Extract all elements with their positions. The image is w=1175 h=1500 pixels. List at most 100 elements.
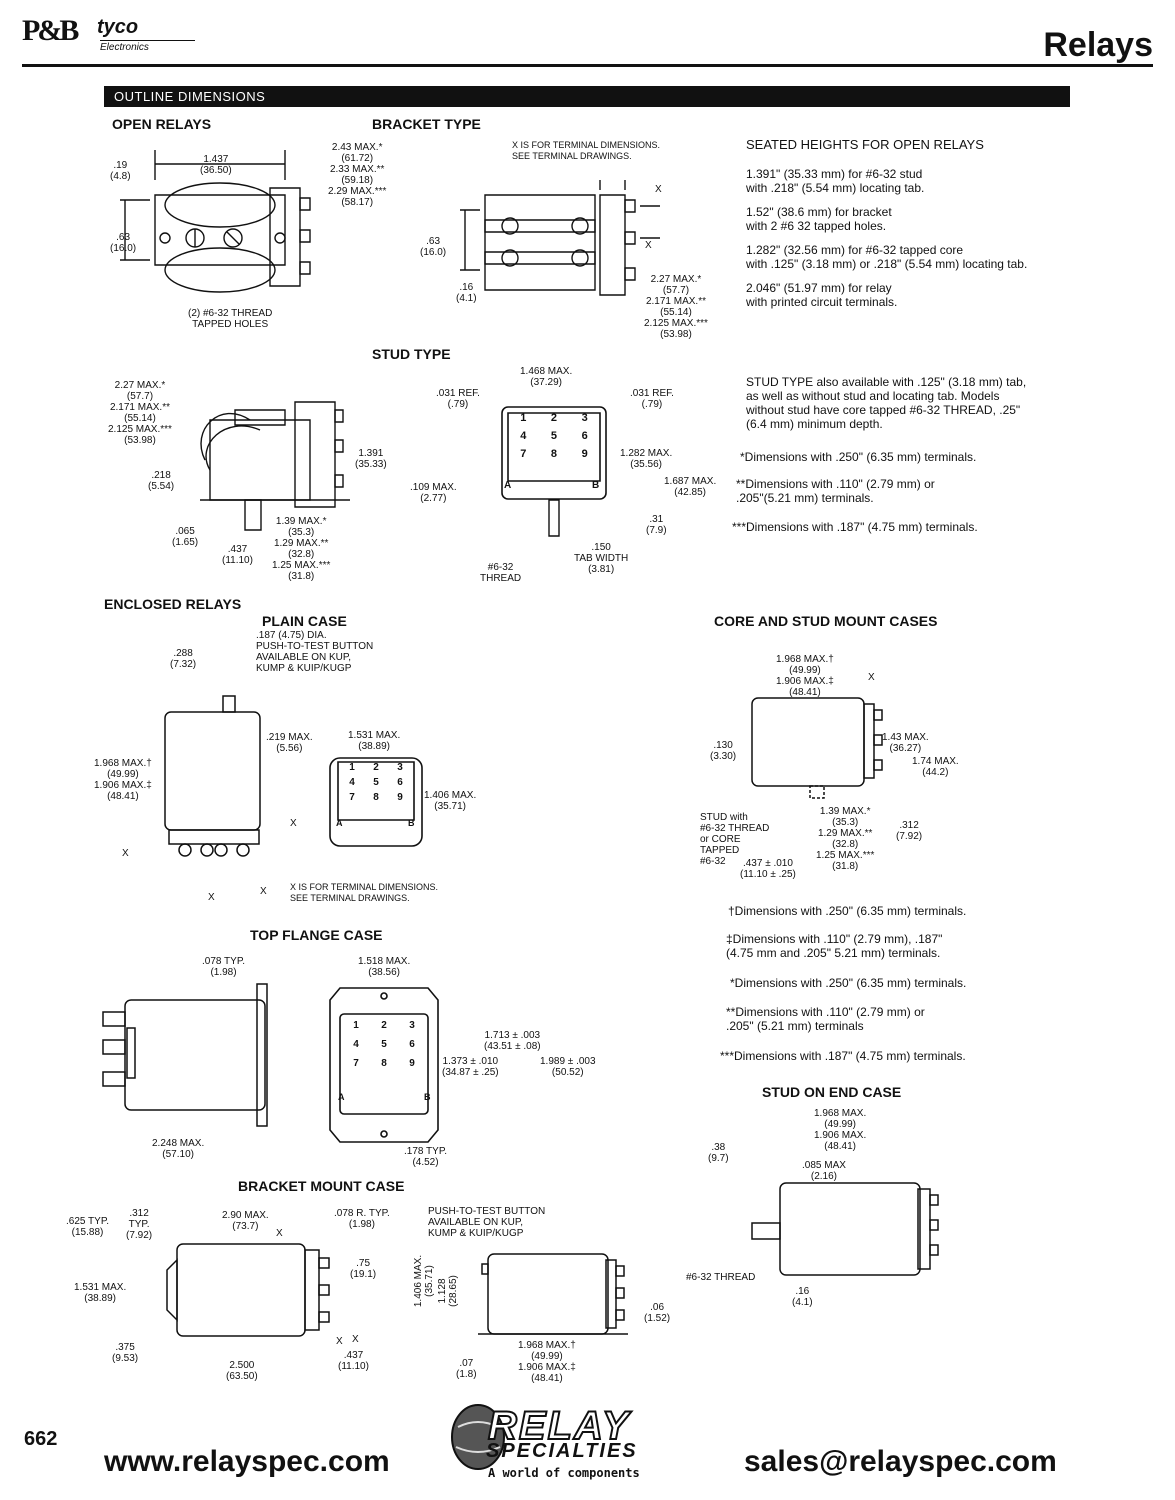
dim-1518: 1.518 MAX. (38.56) (358, 956, 411, 978)
open-footnote-1: *Dimensions with .250" (6.35 mm) termina… (740, 450, 977, 464)
dim-0288: .288 (7.32) (170, 648, 197, 670)
page-number: 662 (24, 1428, 58, 1450)
dim-0312-bm: .312 TYP. (7.92) (126, 1208, 153, 1241)
dim-1531-bm: 1.531 MAX. (38.89) (74, 1282, 127, 1304)
terminal-a: A (504, 480, 512, 491)
terminal-label: 8 (381, 1058, 387, 1069)
x-note-plain: X IS FOR TERMINAL DIMENSIONS. SEE TERMIN… (290, 882, 439, 903)
dim-038: .38 (9.7) (708, 1142, 729, 1164)
open-relays-heading: OPEN RELAYS (112, 116, 212, 132)
dim-016-end: .16 (4.1) (792, 1286, 813, 1308)
stud-on-end-heading: STUD ON END CASE (762, 1084, 902, 1100)
stud-thread-label: #6-32 THREAD (480, 562, 522, 584)
terminal-label: 9 (409, 1058, 415, 1069)
x-mark-plain-3: X (260, 886, 267, 897)
dim-0375: .375 (9.53) (112, 1342, 139, 1364)
dim-1391: 1.391 (35.33) (355, 448, 387, 470)
terminal-label: 9 (397, 792, 403, 803)
brand-electronics: Electronics (100, 40, 195, 53)
dim-1968-core: 1.968 MAX.† (49.99) 1.906 MAX.‡ (48.41) (776, 654, 834, 698)
logo-relay: RELAY (487, 1403, 631, 1449)
dim-227-bracket: 2.27 MAX.* (57.7) 2.171 MAX.** (55.14) 2… (644, 274, 708, 340)
section-bar: OUTLINE DIMENSIONS (104, 86, 1070, 107)
dim-139-stud: 1.39 MAX.* (35.3) 1.29 MAX.** (32.8) 1.2… (272, 516, 331, 582)
x-mark-plain-4: X (208, 892, 215, 903)
seated-item-3: 1.282" (32.56 mm) for #6-32 tapped core … (746, 243, 1028, 271)
dim-0312-core: .312 (7.92) (896, 820, 923, 842)
plain-case-side-drawing (155, 690, 275, 870)
terminal-label: 6 (409, 1039, 415, 1050)
enclosed-footnote-2: ‡Dimensions with .110" (2.79 mm), .187" … (726, 932, 943, 960)
x-note: X IS FOR TERMINAL DIMENSIONS. SEE TERMIN… (512, 140, 661, 161)
x-mark-core: X (868, 672, 875, 683)
terminal-label: 3 (397, 762, 403, 773)
terminal-label: 6 (581, 430, 588, 442)
terminal-label: 1 (520, 412, 527, 424)
terminal-label: 8 (550, 448, 558, 460)
dim-016: .16 (4.1) (456, 282, 477, 304)
terminal-label: 7 (349, 792, 355, 803)
x-mark-1: X (655, 184, 662, 195)
brand-logo: P&B tyco Electronics (22, 14, 202, 58)
dim-006: .06 (1.52) (644, 1302, 671, 1324)
terminal-a: A (336, 818, 343, 828)
open-relay-top-drawing (110, 150, 330, 310)
bracket-type-heading: BRACKET TYPE (372, 116, 481, 132)
dim-0437-bm: .437 (11.10) (338, 1350, 369, 1372)
top-flange-side-drawing (95, 980, 275, 1130)
dim-0219: .219 MAX. (5.56) (266, 732, 313, 754)
dim-1968-end: 1.968 MAX. (49.99) 1.906 MAX. (48.41) (814, 1108, 867, 1152)
stud-terminal-grid: 1 2 3 4 5 6 7 8 9 (508, 412, 600, 460)
terminal-label: 9 (581, 448, 588, 460)
enclosed-heading: ENCLOSED RELAYS (104, 596, 242, 612)
dim-243: 2.43 MAX.* (61.72) 2.33 MAX.** (59.18) 2… (328, 142, 387, 208)
terminal-label: 1 (349, 762, 355, 773)
dim-0078-r: .078 R. TYP. (1.98) (334, 1208, 390, 1230)
x-mark-bm-1: X (276, 1228, 283, 1239)
stud-front-drawing (500, 405, 610, 505)
dim-031-left: .031 REF. (.79) (436, 388, 480, 410)
dim-0109: .109 MAX. (2.77) (410, 482, 457, 504)
terminal-label: 2 (381, 1020, 387, 1031)
terminal-label: 2 (373, 762, 379, 773)
page-title: Relays (1043, 26, 1153, 64)
x-mark-2: X (645, 240, 652, 251)
stud-end-thread: #6-32 THREAD (686, 1272, 756, 1283)
seated-heading: SEATED HEIGHTS FOR OPEN RELAYS (746, 137, 984, 152)
dim-1531-plain: 1.531 MAX. (38.89) (348, 730, 401, 752)
terminal-label: 2 (550, 412, 558, 424)
brand-tyco: tyco (97, 16, 139, 38)
dim-1406-bm: 1.406 MAX. (35.71) (413, 1254, 436, 1308)
dim-0065: .065 (1.65) (172, 526, 199, 548)
terminal-b: B (592, 480, 600, 491)
logo-specialties: SPECIALTIES (486, 1440, 638, 1462)
dim-031-right: .031 REF. (.79) (630, 388, 674, 410)
terminal-label: 5 (381, 1039, 387, 1050)
footer-email[interactable]: sales@relayspec.com (744, 1445, 1057, 1478)
dim-0150: .150 TAB WIDTH (3.81) (574, 542, 629, 575)
dim-0437: .437 (11.10) (222, 544, 253, 566)
dim-1713: 1.713 ± .003 (43.51 ± .08) (484, 1030, 541, 1052)
bracket-mount-side-drawing (165, 1240, 340, 1340)
terminal-label: 5 (550, 430, 558, 442)
terminal-label: 8 (373, 792, 379, 803)
open-footnote-2: **Dimensions with .110" (2.79 mm) or .20… (736, 477, 935, 505)
header-rule (22, 64, 1153, 67)
stud-side-drawing (180, 390, 380, 530)
dim-0085: .085 MAX (2.16) (802, 1160, 846, 1182)
dim-031: .31 (7.9) (646, 514, 667, 536)
dim-1282: 1.282 MAX. (35.56) (620, 448, 673, 470)
plain-case-face-drawing (328, 756, 424, 848)
dim-2500: 2.500 (63.50) (226, 1360, 258, 1382)
top-flange-heading: TOP FLANGE CASE (250, 927, 383, 943)
footer-url[interactable]: www.relayspec.com (104, 1445, 390, 1478)
dim-1968-plain: 1.968 MAX.† (49.99) 1.906 MAX.‡ (48.41) (94, 758, 152, 802)
dim-1128: 1.128 (28.65) (436, 1275, 459, 1307)
dim-139-core: 1.39 MAX.* (35.3) 1.29 MAX.** (32.8) 1.2… (816, 806, 875, 872)
terminal-b: B (408, 818, 415, 828)
core-stud-heading: CORE AND STUD MOUNT CASES (714, 613, 938, 629)
push-button-note-bm: PUSH-TO-TEST BUTTON AVAILABLE ON KUP, KU… (428, 1206, 546, 1239)
terminal-label: 1 (353, 1020, 359, 1031)
terminal-label: 5 (373, 777, 379, 788)
dim-075: .75 (19.1) (350, 1258, 377, 1280)
